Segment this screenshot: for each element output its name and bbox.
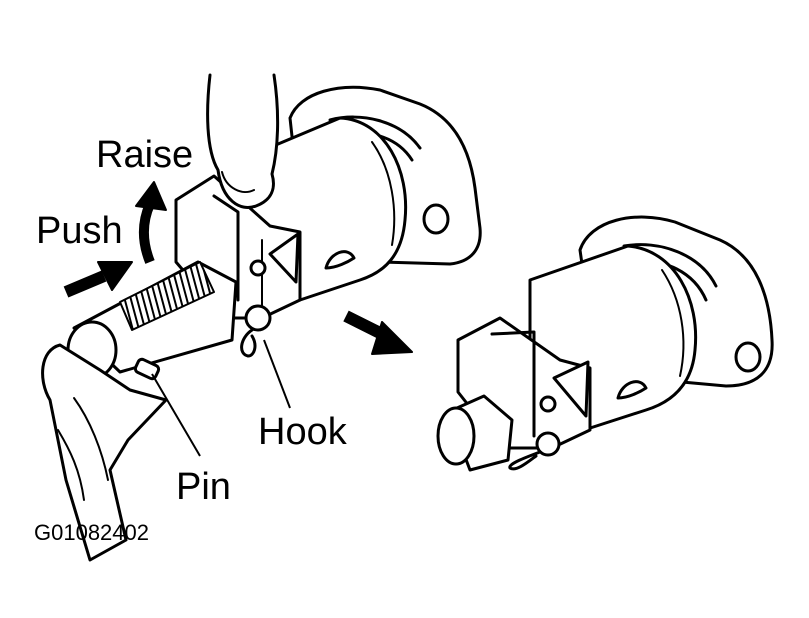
raise-arrow: [135, 181, 167, 264]
left-flange-bolt-hole: [422, 203, 450, 235]
left-assembly: [41, 73, 482, 562]
hook-label: Hook: [258, 411, 347, 453]
push-arrow: [63, 261, 133, 298]
hook-leader-line: [263, 339, 291, 409]
finger: [206, 73, 280, 209]
figure-code: G01082402: [34, 520, 149, 545]
left-body-slot: [324, 250, 356, 270]
direction-arrow: [343, 310, 413, 355]
pin-leader-line: [151, 373, 201, 457]
raise-label: Raise: [96, 134, 194, 176]
right-body-slot: [616, 380, 648, 400]
right-hook: [508, 431, 561, 471]
right-housing-rivet: [539, 395, 557, 413]
left-housing-rivet: [249, 259, 267, 277]
left-hook: [240, 304, 272, 358]
arrows: [63, 181, 413, 355]
right-key-stub: [436, 394, 514, 472]
hand: [41, 343, 168, 562]
pin-label: Pin: [176, 466, 231, 508]
knurled-grip: [119, 261, 215, 331]
push-label: Push: [36, 210, 123, 252]
right-assembly: [436, 215, 774, 472]
leader-lines: [151, 339, 291, 457]
right-flange-bolt-hole: [734, 341, 762, 373]
